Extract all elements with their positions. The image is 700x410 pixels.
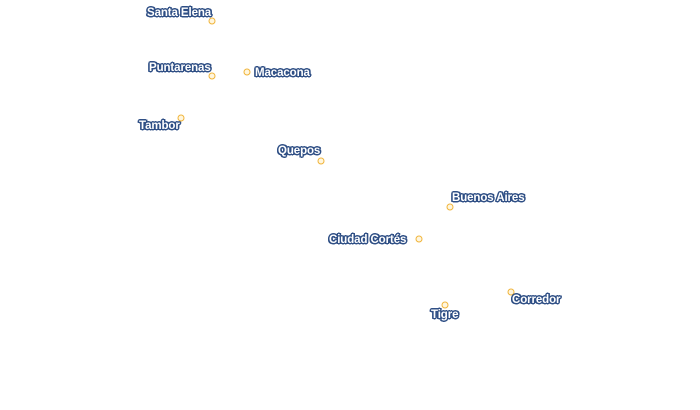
place-label: Santa Elena bbox=[147, 7, 212, 19]
city-marker-icon[interactable] bbox=[208, 72, 216, 80]
place-label: Tambor bbox=[139, 120, 180, 132]
place-label: Tigre bbox=[431, 309, 459, 321]
city-marker-icon[interactable] bbox=[208, 17, 216, 25]
place-label: Ciudad Cortés bbox=[329, 234, 407, 246]
place-label: Quepos bbox=[278, 145, 321, 157]
place-label: Puntarenas bbox=[149, 62, 211, 74]
place-label: Corredor bbox=[512, 294, 561, 306]
city-marker-icon[interactable] bbox=[441, 301, 449, 309]
city-marker-icon[interactable] bbox=[317, 157, 325, 165]
place-label: Buenos Aires bbox=[452, 192, 525, 204]
place-label: Macacona bbox=[255, 67, 310, 79]
city-marker-icon[interactable] bbox=[415, 235, 423, 243]
city-marker-icon[interactable] bbox=[243, 68, 251, 76]
city-marker-icon[interactable] bbox=[507, 288, 515, 296]
city-marker-icon[interactable] bbox=[446, 203, 454, 211]
city-marker-icon[interactable] bbox=[177, 114, 185, 122]
